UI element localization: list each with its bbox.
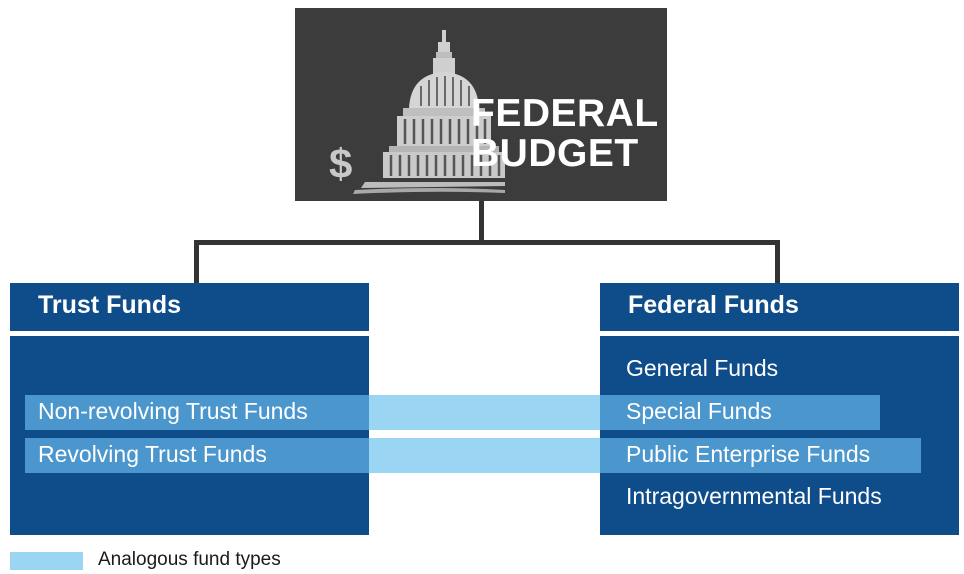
trust-funds-title: Trust Funds bbox=[38, 291, 182, 319]
trust-funds-header: Trust Funds bbox=[10, 283, 369, 331]
legend-label: Analogous fund types bbox=[98, 549, 281, 570]
federal-fund-item-special: Special Funds bbox=[626, 398, 772, 424]
highlight-special-right bbox=[600, 395, 880, 430]
federal-funds-title: Federal Funds bbox=[628, 291, 799, 319]
connector-right-drop bbox=[775, 240, 780, 283]
connector-vertical-top bbox=[479, 201, 484, 243]
federal-budget-title: FEDERAL BUDGET bbox=[471, 94, 659, 174]
capitol-dollar-icon: $ bbox=[329, 30, 505, 194]
connector-left-drop bbox=[194, 240, 199, 283]
legend-swatch bbox=[10, 552, 83, 570]
highlight-revolving-left bbox=[25, 438, 369, 473]
highlight-nonrevolving-left bbox=[25, 395, 369, 430]
federal-budget-box: $ bbox=[295, 8, 667, 201]
federal-funds-header: Federal Funds bbox=[600, 283, 959, 331]
svg-text:$: $ bbox=[329, 140, 352, 187]
trust-funds-body bbox=[10, 336, 369, 535]
federal-funds-body bbox=[600, 336, 959, 535]
analogous-bar-nonrevolving bbox=[369, 395, 600, 430]
analogous-bar-revolving bbox=[369, 438, 600, 473]
federal-fund-item-public-enterprise: Public Enterprise Funds bbox=[626, 441, 871, 467]
trust-fund-item-nonrevolving: Non-revolving Trust Funds bbox=[38, 398, 308, 424]
trust-fund-item-revolving: Revolving Trust Funds bbox=[38, 441, 267, 467]
connector-horizontal bbox=[194, 240, 780, 245]
budget-title-line2: BUDGET bbox=[471, 132, 639, 175]
federal-fund-item-general: General Funds bbox=[626, 355, 779, 381]
federal-fund-item-intragovernmental: Intragovernmental Funds bbox=[626, 483, 882, 509]
budget-title-line1: FEDERAL bbox=[471, 92, 659, 135]
highlight-public-enterprise-right bbox=[600, 438, 921, 473]
